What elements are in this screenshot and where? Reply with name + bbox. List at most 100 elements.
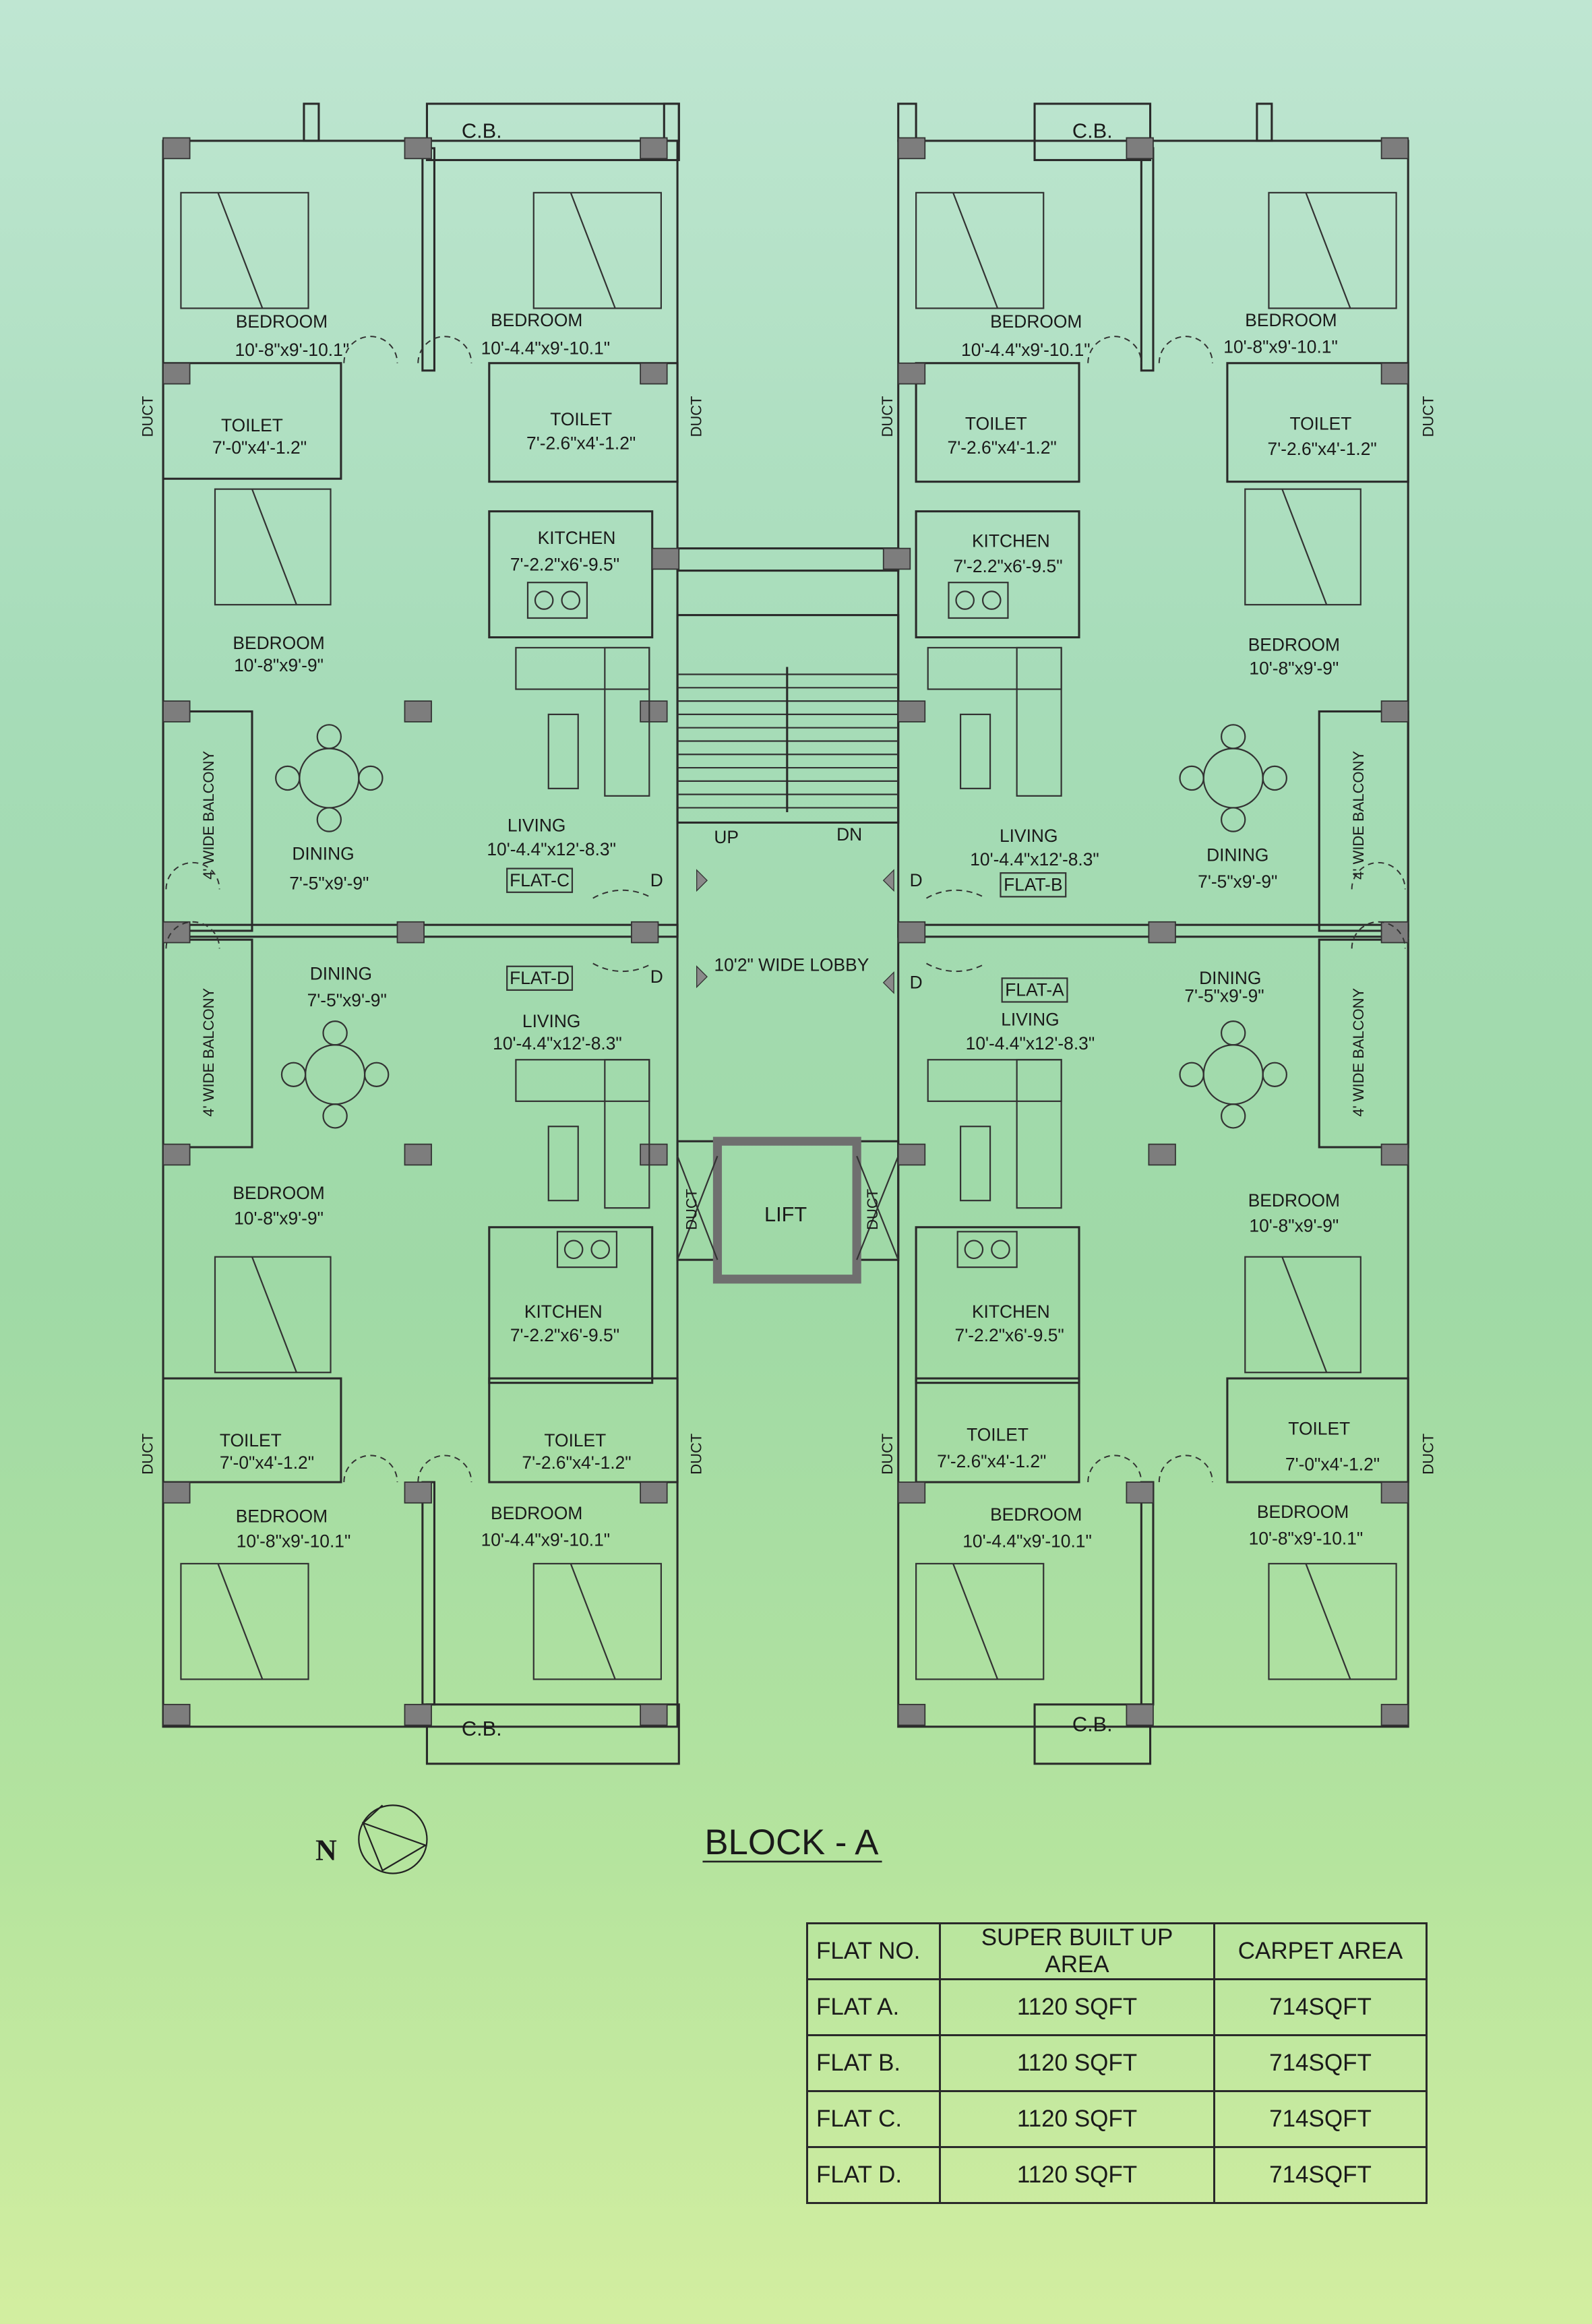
duct-label: DUCT [864, 1189, 881, 1230]
stove-icon [526, 582, 588, 619]
kitchen-label: KITCHEN [972, 1302, 1050, 1322]
toilet1-dims: 7'-2.6"x4'-1.2" [937, 1451, 1046, 1471]
toilet1-label: TOILET [965, 414, 1027, 434]
kitchen-label: KITCHEN [538, 528, 616, 548]
dining-label: DINING [1206, 845, 1268, 865]
cupboard-label: C.B. [1072, 1712, 1113, 1736]
dining-label: DINING [310, 964, 372, 984]
flat-tag: FLAT-B [1004, 875, 1062, 895]
toilet2-dims: 7'-2.6"x4'-1.2" [526, 433, 636, 453]
bed-icon [1268, 191, 1397, 309]
dining-label: DINING [1199, 968, 1261, 988]
dining-table-icon [280, 1020, 390, 1129]
duct-label: DUCT [879, 396, 896, 437]
toilet2-dims: 7'-2.6"x4'-1.2" [1268, 439, 1377, 459]
bed-icon [180, 191, 309, 309]
furniture [180, 191, 1397, 1680]
kitchen-dims: 7'-2.2"x6'-9.5" [953, 556, 1062, 576]
north-label: N [315, 1834, 337, 1867]
header-flat-no: FLAT NO. [806, 1922, 941, 1980]
stove-icon [948, 582, 1009, 619]
stair-up-label: UP [714, 827, 739, 847]
living-dims: 10'-4.4"x12'-8.3" [966, 1033, 1095, 1053]
dining-dims: 7'-5"x9'-9" [289, 873, 369, 893]
lobby-label: 10'2" WIDE LOBBY [714, 954, 869, 975]
bed3-label: BEDROOM [1248, 1190, 1340, 1211]
bed3-label: BEDROOM [233, 1183, 324, 1203]
toilet1-dims: 7'-0"x4'-1.2" [212, 437, 307, 458]
sofa-set-icon [515, 1059, 650, 1209]
bed2-label: BEDROOM [491, 1503, 582, 1523]
flat-tag: FLAT-C [510, 870, 570, 890]
toilet1-dims: 7'-2.6"x4'-1.2" [948, 437, 1057, 458]
bed-icon [915, 191, 1045, 309]
living-dims: 10'-4.4"x12'-8.3" [493, 1033, 622, 1053]
cupboard-label: C.B. [462, 119, 502, 143]
living-label: LIVING [1000, 826, 1058, 846]
block-title: BLOCK - A [704, 1823, 879, 1862]
living-label: LIVING [1001, 1010, 1059, 1030]
cupboard-label: C.B. [1072, 119, 1113, 143]
dining-table-icon [1179, 724, 1287, 832]
flat-no: FLAT A. [806, 1978, 941, 2036]
bed-icon [1244, 488, 1361, 606]
carpet-area: 714SQFT [1213, 2034, 1428, 2092]
bed2-dims: 10'-4.4"x9'-10.1" [481, 1530, 611, 1550]
kitchen-dims: 7'-2.2"x6'-9.5" [955, 1325, 1064, 1345]
super-built-up-area: 1120 SQFT [939, 2090, 1215, 2148]
kitchen-label: KITCHEN [972, 530, 1050, 551]
duct-label: DUCT [687, 1434, 704, 1475]
toilet2-dims: 7'-2.6"x4'-1.2" [522, 1452, 631, 1473]
duct-label: DUCT [1420, 1434, 1437, 1475]
duct-label: DUCT [140, 396, 156, 437]
room-labels: BEDROOM 10'-8"x9'-10.1" BEDROOM 10'-4.4"x9'… [140, 119, 1437, 1741]
door-label: D [910, 870, 923, 890]
toilet1-label: TOILET [220, 1430, 282, 1450]
bed1-dims: 10'-8"x9'-10.1" [235, 340, 350, 360]
bed1-dims: 10'-8"x9'-10.1" [237, 1531, 351, 1552]
super-built-up-area: 1120 SQFT [939, 2146, 1215, 2204]
balcony-label: 4' WIDE BALCONY [200, 751, 217, 880]
bed-icon [1268, 1562, 1397, 1680]
duct-label: DUCT [1420, 396, 1437, 437]
walls [162, 102, 1409, 1765]
duct-label: DUCT [687, 396, 704, 437]
super-built-up-area: 1120 SQFT [939, 2034, 1215, 2092]
toilet1-label: TOILET [221, 415, 283, 435]
bed1-label: BEDROOM [236, 1506, 328, 1526]
living-label: LIVING [522, 1011, 580, 1031]
dining-dims: 7'-5"x9'-9" [307, 990, 387, 1010]
header-super-built-up: SUPER BUILT UP AREA [939, 1922, 1215, 1980]
bed3-dims: 10'-8"x9'-9" [1249, 1215, 1339, 1235]
cupboard-label: C.B. [462, 1717, 502, 1740]
bed-icon [180, 1562, 309, 1680]
bed-icon [532, 191, 662, 309]
bed1-label: BEDROOM [990, 311, 1082, 332]
header-carpet-area: CARPET AREA [1213, 1922, 1428, 1980]
dining-dims: 7'-5"x9'-9" [1198, 872, 1277, 892]
bed1-label: BEDROOM [990, 1504, 1082, 1525]
bed1-label: BEDROOM [236, 311, 328, 332]
kitchen-label: KITCHEN [524, 1302, 603, 1322]
bed-icon [214, 1256, 332, 1374]
toilet2-label: TOILET [544, 1430, 606, 1450]
flat-no: FLAT C. [806, 2090, 941, 2148]
sofa-set-icon [927, 1059, 1062, 1209]
toilet1-label: TOILET [967, 1424, 1029, 1444]
bed2-dims: 10'-8"x9'-10.1" [1223, 336, 1338, 357]
bed3-dims: 10'-8"x9'-9" [1249, 659, 1339, 679]
dining-table-icon [275, 724, 384, 832]
door-label: D [910, 973, 923, 993]
flat-tag: FLAT-A [1005, 980, 1064, 1000]
bed3-label: BEDROOM [233, 633, 324, 653]
bed1-dims: 10'-4.4"x9'-10.1" [961, 340, 1091, 360]
duct-label: DUCT [879, 1434, 896, 1475]
flat-no: FLAT B. [806, 2034, 941, 2092]
flat-no: FLAT D. [806, 2146, 941, 2204]
flat-tag: FLAT-D [510, 968, 570, 988]
stair-down-label: DN [836, 824, 862, 845]
bed-icon [214, 488, 332, 606]
